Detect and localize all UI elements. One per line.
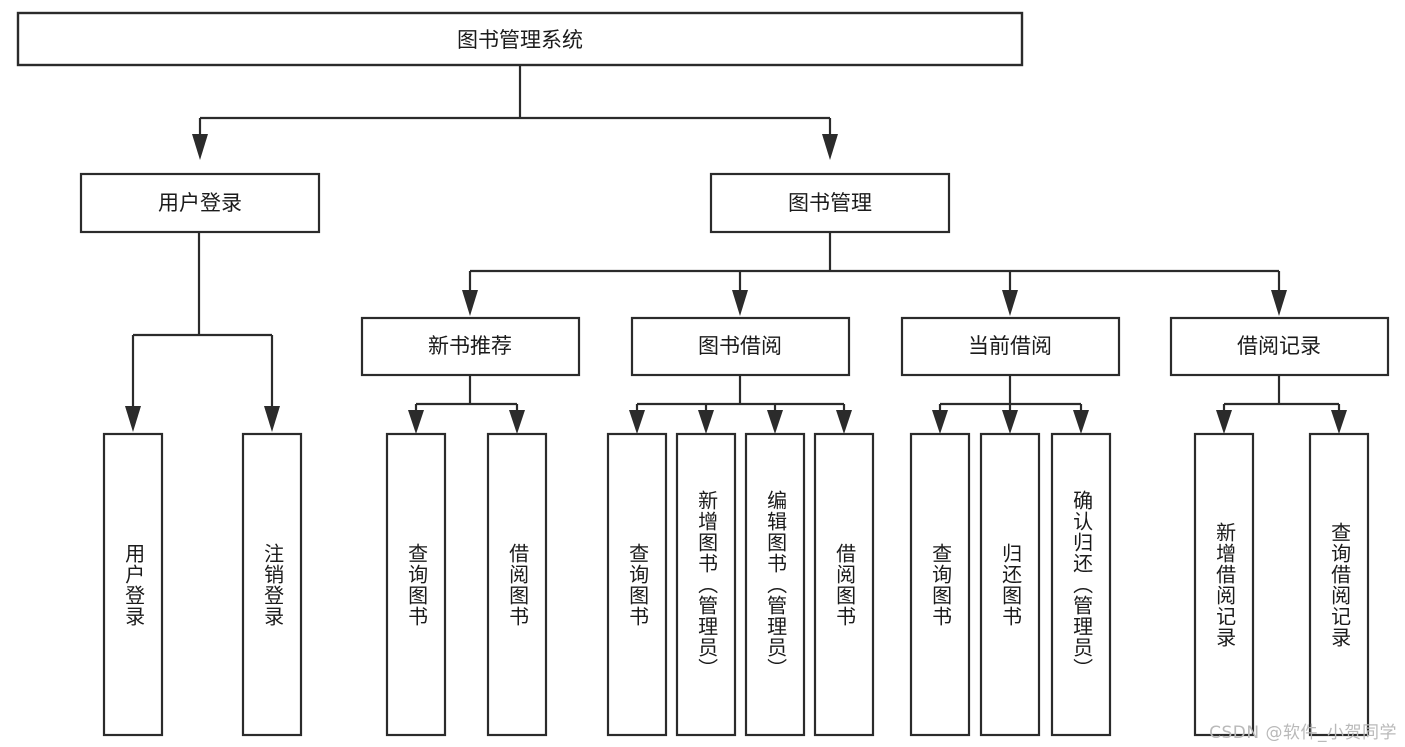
- node-leaf-borrow-book-1[interactable]: [486, 432, 548, 737]
- arrow-head-current-borrow: [1002, 290, 1018, 316]
- node-leaf-logout[interactable]: [241, 432, 303, 737]
- node-leaf-borrow-book-2-label: 借阅图书: [832, 542, 857, 627]
- arrow-head-leaf-borrow-book-1: [509, 410, 525, 434]
- arrow-head-new-book-rec: [462, 290, 478, 316]
- node-leaf-edit-book-admin-label: 编辑图书（管理员）: [763, 490, 788, 679]
- node-leaf-add-record-label: 新增借阅记录: [1212, 521, 1237, 648]
- arrow-head-leaf-edit-book-admin: [767, 410, 783, 434]
- connector-new-book-rec-to-leaves: [408, 375, 525, 434]
- node-leaf-query-book-2-label: 查询图书: [625, 542, 650, 627]
- arrow-head-leaf-return-book: [1002, 410, 1018, 434]
- arrow-head-user-login: [192, 134, 208, 160]
- node-leaf-confirm-return-admin[interactable]: [1050, 432, 1112, 737]
- node-user-login[interactable]: [79, 172, 321, 234]
- arrow-head-leaf-query-book-3: [932, 410, 948, 434]
- connector-root-to-level2: [192, 65, 838, 160]
- node-leaf-confirm-return-admin-label: 确认归还（管理员）: [1069, 490, 1094, 679]
- node-new-book-rec[interactable]: [360, 316, 581, 377]
- node-leaf-query-record[interactable]: [1308, 432, 1370, 737]
- node-leaf-borrow-book-2[interactable]: [813, 432, 875, 737]
- node-leaf-query-book-3-label: 查询图书: [928, 542, 953, 627]
- node-leaf-query-record-label: 查询借阅记录: [1327, 521, 1352, 648]
- node-root[interactable]: [16, 11, 1024, 67]
- node-book-borrow[interactable]: [630, 316, 851, 377]
- node-leaf-return-book[interactable]: [979, 432, 1041, 737]
- arrow-head-book-borrow: [732, 290, 748, 316]
- node-leaf-query-book-1-label: 查询图书: [404, 542, 429, 627]
- node-root-label: 图书管理系统: [457, 28, 583, 52]
- node-user-login-label: 用户登录: [158, 191, 242, 215]
- node-leaf-edit-book-admin[interactable]: [744, 432, 806, 737]
- node-leaf-logout-label: 注销登录: [260, 542, 285, 627]
- watermark-text: CSDN @软件_小贺同学: [1209, 723, 1397, 743]
- node-leaf-query-book-1[interactable]: [385, 432, 447, 737]
- connector-current-borrow-to-leaves: [932, 375, 1089, 434]
- arrow-head-leaf-logout: [264, 406, 280, 432]
- arrow-head-leaf-user-login: [125, 406, 141, 432]
- arrow-head-leaf-query-record: [1331, 410, 1347, 434]
- connector-borrow-record-to-leaves: [1216, 375, 1347, 434]
- arrow-head-leaf-confirm-return: [1073, 410, 1089, 434]
- node-borrow-record-label: 借阅记录: [1237, 334, 1321, 358]
- arrow-head-leaf-query-book-1: [408, 410, 424, 434]
- node-book-borrow-label: 图书借阅: [698, 334, 782, 358]
- node-current-borrow[interactable]: [900, 316, 1121, 377]
- node-leaf-query-book-2[interactable]: [606, 432, 668, 737]
- arrow-head-leaf-borrow-book-2: [836, 410, 852, 434]
- node-leaf-user-login[interactable]: [102, 432, 164, 737]
- node-leaf-borrow-book-1-label: 借阅图书: [505, 542, 530, 627]
- node-book-manage-label: 图书管理: [788, 191, 872, 215]
- arrow-head-leaf-query-book-2: [629, 410, 645, 434]
- arrow-head-leaf-add-record: [1216, 410, 1232, 434]
- arrow-head-borrow-record: [1271, 290, 1287, 316]
- node-leaf-query-book-3[interactable]: [909, 432, 971, 737]
- node-leaf-add-book-admin[interactable]: [675, 432, 737, 737]
- arrow-head-book-manage: [822, 134, 838, 160]
- node-book-manage[interactable]: [709, 172, 951, 234]
- node-leaf-add-record[interactable]: [1193, 432, 1255, 737]
- node-borrow-record[interactable]: [1169, 316, 1390, 377]
- node-new-book-rec-label: 新书推荐: [428, 334, 512, 358]
- arrow-head-leaf-add-book-admin: [698, 410, 714, 434]
- connector-book-manage-to-level3: [462, 232, 1287, 316]
- node-current-borrow-label: 当前借阅: [968, 334, 1052, 358]
- node-leaf-add-book-admin-label: 新增图书（管理员）: [694, 490, 719, 679]
- connector-user-login-to-leaves: [125, 232, 280, 432]
- node-leaf-user-login-label: 用户登录: [121, 542, 146, 627]
- node-leaf-return-book-label: 归还图书: [998, 542, 1023, 627]
- connector-book-borrow-to-leaves: [629, 375, 852, 434]
